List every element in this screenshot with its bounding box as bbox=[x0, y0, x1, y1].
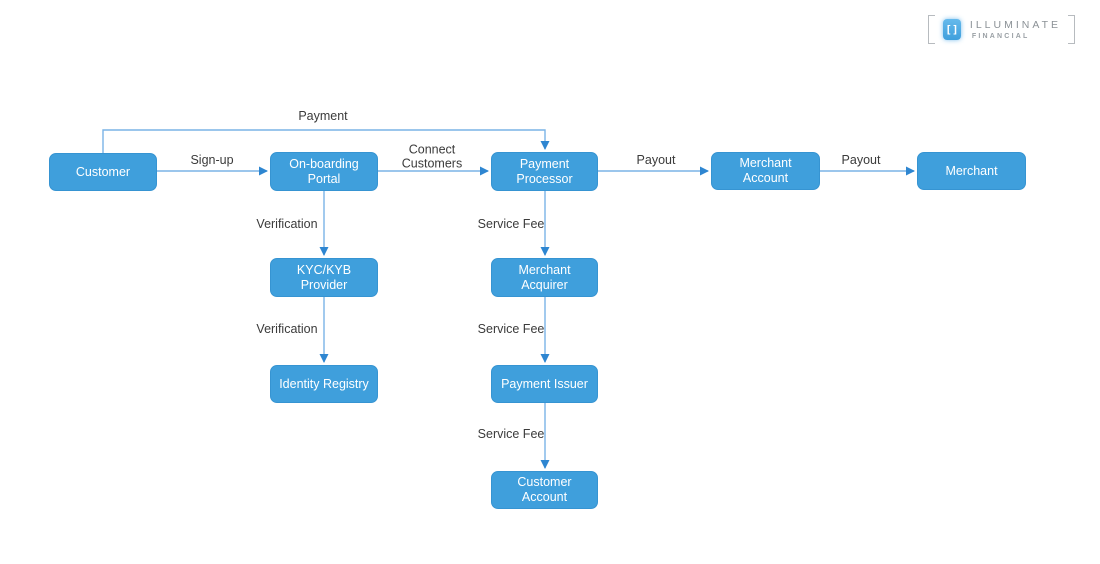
edge-label-connect-customers: Connect Customers bbox=[401, 142, 463, 170]
logo-brand-name: ILLUMINATE bbox=[969, 19, 1061, 31]
edge-label-service-fee-3: Service Fee bbox=[477, 427, 545, 441]
illuminate-financial-logo: [] ILLUMINATE FINANCIAL bbox=[927, 13, 1075, 46]
brackets-icon: [] bbox=[942, 19, 961, 40]
node-identity-registry: Identity Registry bbox=[270, 365, 378, 403]
edge-label-payment: Payment bbox=[298, 109, 348, 123]
edge-label-service-fee-1: Service Fee bbox=[477, 217, 545, 231]
node-customer: Customer bbox=[49, 153, 157, 191]
node-kyc-kyb-provider: KYC/KYB Provider bbox=[270, 258, 378, 297]
node-merchant-acquirer: Merchant Acquirer bbox=[491, 258, 598, 297]
node-payment-processor: Payment Processor bbox=[491, 152, 598, 191]
edge-label-verification-1: Verification bbox=[256, 217, 318, 231]
edge-label-service-fee-2: Service Fee bbox=[477, 322, 545, 336]
edge-label-sign-up: Sign-up bbox=[190, 153, 234, 167]
logo-right-bracket-decoration bbox=[1068, 15, 1075, 44]
node-merchant: Merchant bbox=[917, 152, 1026, 190]
edge-customer-to-payment-processor bbox=[102, 129, 550, 153]
node-merchant-account: Merchant Account bbox=[711, 152, 820, 190]
edge-label-payout-2: Payout bbox=[841, 153, 881, 167]
logo-text-block: ILLUMINATE FINANCIAL bbox=[970, 19, 1061, 40]
node-customer-account: Customer Account bbox=[491, 471, 598, 509]
logo-left-bracket-decoration bbox=[927, 15, 935, 44]
node-payment-issuer: Payment Issuer bbox=[491, 365, 598, 403]
logo-brand-subtitle: FINANCIAL bbox=[971, 33, 1030, 40]
node-onboarding-portal: On-boarding Portal bbox=[270, 152, 378, 191]
edge-label-verification-2: Verification bbox=[256, 322, 318, 336]
edge-label-payout-1: Payout bbox=[636, 153, 676, 167]
